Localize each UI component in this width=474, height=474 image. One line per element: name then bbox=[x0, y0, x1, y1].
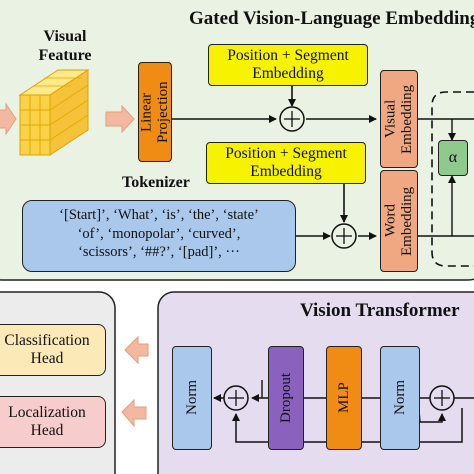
linear-projection-block: Linear Projection bbox=[138, 62, 172, 162]
norm-block-right: Norm bbox=[380, 346, 420, 450]
visual-feature-label-line2: Feature bbox=[38, 47, 92, 65]
token-line-3: ‘scissors’, ‘##?’, ‘[pad]’, ··· bbox=[78, 244, 240, 261]
norm-block-left: Norm bbox=[172, 346, 212, 450]
mlp-block: MLP bbox=[326, 346, 362, 450]
classification-head: Classification Head bbox=[0, 324, 106, 376]
tokenizer-label: Tokenizer bbox=[122, 174, 190, 191]
top-panel-title: Gated Vision-Language Embedding bbox=[189, 8, 474, 29]
vision-transformer-title: Vision Transformer bbox=[300, 300, 460, 321]
feature-to-projection-arrow bbox=[105, 104, 135, 134]
dropout-block: Dropout bbox=[268, 346, 304, 450]
gate-dashed-region bbox=[431, 91, 474, 267]
word-embedding-block: Word Embedding bbox=[380, 170, 418, 272]
token-line-2: ‘of’, ‘monopolar’, ‘curved’, bbox=[77, 225, 241, 242]
visual-feature-icon bbox=[18, 69, 90, 156]
visual-embedding-block: Visual Embedding bbox=[380, 70, 418, 168]
to-classification-arrow bbox=[124, 335, 149, 365]
token-line-1: ‘[Start]’, ‘What’, ‘is’, ‘the’, ‘state’ bbox=[59, 207, 259, 223]
position-segment-embedding-bottom: Position + Segment Embedding bbox=[206, 142, 366, 184]
visual-feature-label: Visual Feature bbox=[30, 27, 100, 65]
to-localization-arrow bbox=[121, 398, 147, 428]
visual-feature-label-line1: Visual bbox=[43, 28, 87, 45]
position-segment-embedding-top: Position + Segment Embedding bbox=[208, 44, 368, 86]
token-sequence-box: ‘[Start]’, ‘What’, ‘is’, ‘the’, ‘state’ … bbox=[22, 200, 296, 272]
alpha-gate-block: α bbox=[438, 140, 468, 176]
input-arrow bbox=[0, 102, 17, 136]
localization-head: Localization Head bbox=[0, 396, 106, 448]
